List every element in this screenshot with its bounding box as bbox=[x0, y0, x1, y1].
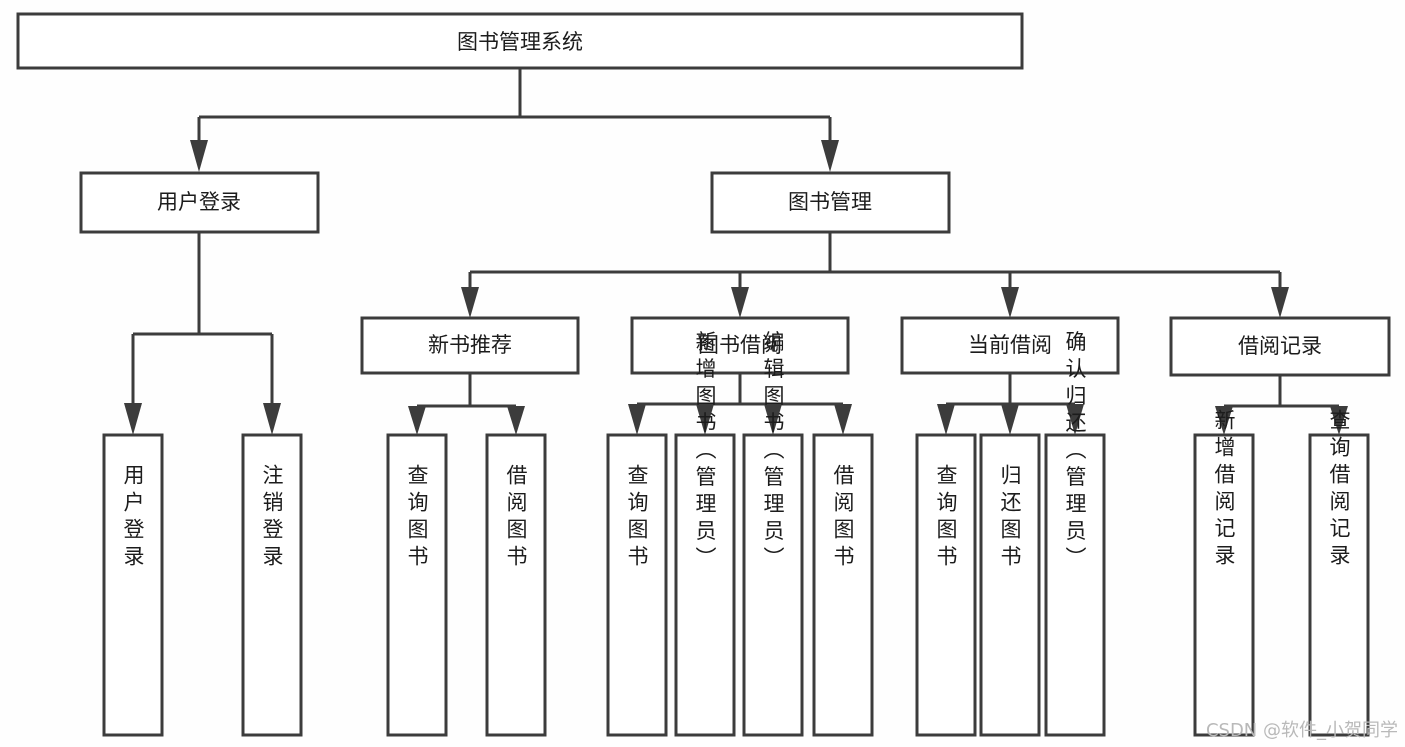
leaf-current-query-book-label: 查询图书 bbox=[934, 464, 958, 572]
node-current-borrow-box[interactable] bbox=[900, 316, 1120, 375]
arrow-to-book-mgmt bbox=[821, 140, 839, 172]
node-borrow-record[interactable]: 借阅记录 bbox=[1169, 316, 1391, 377]
node-root[interactable]: 图书管理系统 bbox=[16, 12, 1024, 70]
node-user-login[interactable]: 用户登录 bbox=[79, 171, 320, 234]
leaf-current-return-book-box[interactable] bbox=[979, 433, 1041, 737]
leaf-borrow-add-book-label: 新增图书（管理员） bbox=[693, 331, 717, 574]
arrow-to-leaf-current-return bbox=[1001, 404, 1019, 435]
leaf-user-login-label: 用户登录 bbox=[121, 464, 145, 572]
arrow-to-leaf-record-query bbox=[1330, 406, 1348, 435]
leaf-borrow-lend-book-label: 借阅图书 bbox=[831, 464, 855, 572]
leaf-borrow-edit-book[interactable]: 编辑图书（管理员） bbox=[742, 331, 804, 737]
leaf-recommend-query-book-box[interactable] bbox=[386, 433, 448, 737]
arrow-to-leaf-user-login bbox=[124, 403, 142, 435]
arrow-to-new-book-recommend bbox=[461, 287, 479, 318]
arrow-to-leaf-record-add bbox=[1215, 406, 1233, 435]
leaf-current-return-book[interactable]: 归还图书 bbox=[979, 433, 1041, 737]
node-user-login-box[interactable] bbox=[79, 171, 320, 234]
node-root-label: 图书管理系统 bbox=[457, 30, 583, 54]
leaf-recommend-borrow-book-label: 借阅图书 bbox=[504, 464, 528, 572]
leaf-recommend-query-book[interactable]: 查询图书 bbox=[386, 433, 448, 737]
node-current-borrow[interactable]: 当前借阅 bbox=[900, 316, 1120, 375]
leaf-borrow-add-book-box[interactable] bbox=[674, 433, 736, 737]
node-book-borrow[interactable]: 图书借阅 bbox=[630, 316, 850, 375]
leaf-current-return-book-label: 归还图书 bbox=[998, 464, 1022, 572]
node-book-management-label: 图书管理 bbox=[788, 190, 872, 214]
leaf-recommend-borrow-book-box[interactable] bbox=[485, 433, 547, 737]
leaf-current-confirm-return-label: 确认归还（管理员） bbox=[1063, 331, 1087, 574]
leaf-record-add-box[interactable] bbox=[1193, 433, 1255, 737]
arrow-to-borrow-record bbox=[1271, 287, 1289, 318]
leaf-borrow-query-book-label: 查询图书 bbox=[625, 464, 649, 572]
arrow-to-leaf-current-query bbox=[937, 404, 955, 435]
leaf-record-query[interactable]: 查询借阅记录 bbox=[1308, 409, 1370, 737]
arrow-to-leaf-logout bbox=[263, 403, 281, 435]
leaf-borrow-add-book[interactable]: 新增图书（管理员） bbox=[674, 331, 736, 737]
node-borrow-record-box[interactable] bbox=[1169, 316, 1391, 377]
leaf-current-query-book-box[interactable] bbox=[915, 433, 977, 737]
node-new-book-recommend-label: 新书推荐 bbox=[428, 333, 512, 357]
arrow-to-leaf-borrow-edit bbox=[764, 404, 782, 435]
leaf-borrow-edit-book-box[interactable] bbox=[742, 433, 804, 737]
node-new-book-recommend[interactable]: 新书推荐 bbox=[360, 316, 580, 375]
watermark-text: CSDN @软件_小贺同学 bbox=[1206, 720, 1398, 741]
arrow-to-leaf-recommend-borrow bbox=[507, 406, 525, 435]
node-root-box[interactable] bbox=[16, 12, 1024, 70]
leaf-current-query-book[interactable]: 查询图书 bbox=[915, 433, 977, 737]
leaf-record-query-label: 查询借阅记录 bbox=[1327, 409, 1351, 571]
arrow-to-current-borrow bbox=[1001, 287, 1019, 318]
leaf-current-confirm-return[interactable]: 确认归还（管理员） bbox=[1044, 331, 1106, 737]
leaf-current-confirm-return-box[interactable] bbox=[1044, 433, 1106, 737]
leaf-record-query-box[interactable] bbox=[1308, 433, 1370, 737]
arrow-to-leaf-borrow-lend bbox=[834, 404, 852, 435]
leaf-logout[interactable]: 注销登录 bbox=[241, 433, 303, 737]
leaf-logout-label: 注销登录 bbox=[260, 464, 284, 572]
arrow-to-user-login bbox=[190, 140, 208, 172]
leaf-user-login[interactable]: 用户登录 bbox=[102, 433, 164, 737]
arrow-to-book-borrow bbox=[731, 287, 749, 318]
leaf-record-add[interactable]: 新增借阅记录 bbox=[1193, 409, 1255, 737]
leaf-borrow-edit-book-label: 编辑图书（管理员） bbox=[761, 331, 785, 574]
node-book-borrow-box[interactable] bbox=[630, 316, 850, 375]
node-borrow-record-label: 借阅记录 bbox=[1238, 334, 1322, 358]
connector-layer bbox=[124, 68, 1348, 435]
leaf-recommend-query-book-label: 查询图书 bbox=[405, 464, 429, 572]
leaf-borrow-query-book[interactable]: 查询图书 bbox=[606, 433, 668, 737]
leaf-recommend-borrow-book[interactable]: 借阅图书 bbox=[485, 433, 547, 737]
node-new-book-recommend-box[interactable] bbox=[360, 316, 580, 375]
leaf-borrow-query-book-box[interactable] bbox=[606, 433, 668, 737]
arrow-to-leaf-recommend-query bbox=[408, 406, 426, 435]
leaf-user-login-box[interactable] bbox=[102, 433, 164, 737]
arrow-to-leaf-current-confirm bbox=[1066, 404, 1084, 435]
arrow-to-leaf-borrow-add bbox=[696, 404, 714, 435]
node-book-management[interactable]: 图书管理 bbox=[710, 171, 951, 234]
node-book-borrow-label: 图书借阅 bbox=[698, 333, 782, 357]
leaf-logout-box[interactable] bbox=[241, 433, 303, 737]
node-book-management-box[interactable] bbox=[710, 171, 951, 234]
leaf-borrow-lend-book-box[interactable] bbox=[812, 433, 874, 737]
leaf-borrow-lend-book[interactable]: 借阅图书 bbox=[812, 433, 874, 737]
arrow-to-leaf-borrow-query bbox=[628, 404, 646, 435]
leaf-record-add-label: 新增借阅记录 bbox=[1212, 409, 1236, 571]
node-user-login-label: 用户登录 bbox=[157, 190, 241, 214]
node-current-borrow-label: 当前借阅 bbox=[968, 333, 1052, 357]
